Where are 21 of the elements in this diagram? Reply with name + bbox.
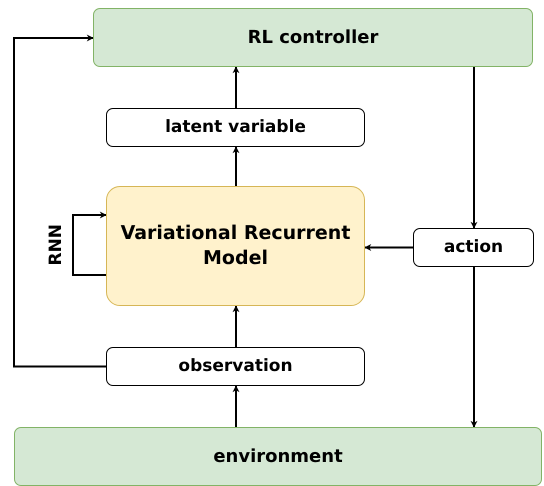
arrow xyxy=(232,66,240,108)
process-box xyxy=(93,8,533,67)
process-box xyxy=(106,108,365,147)
arrow xyxy=(13,34,106,368)
arrow xyxy=(470,67,478,229)
process-box xyxy=(14,427,542,486)
node-label: action xyxy=(444,236,504,259)
node-label: latent variable xyxy=(165,116,306,139)
process-box xyxy=(106,347,365,386)
process-box xyxy=(413,228,534,267)
model-box xyxy=(106,186,365,306)
arrow xyxy=(232,146,240,186)
arrow xyxy=(364,244,413,251)
arrow xyxy=(470,267,478,428)
node-label: RL controller xyxy=(248,26,378,50)
node-label: environment xyxy=(213,444,343,468)
node-label: Variational Recurrent Model xyxy=(120,221,352,271)
arrow xyxy=(72,212,107,276)
arrow xyxy=(232,305,240,347)
arrow xyxy=(232,385,240,427)
node-label: observation xyxy=(178,355,293,378)
